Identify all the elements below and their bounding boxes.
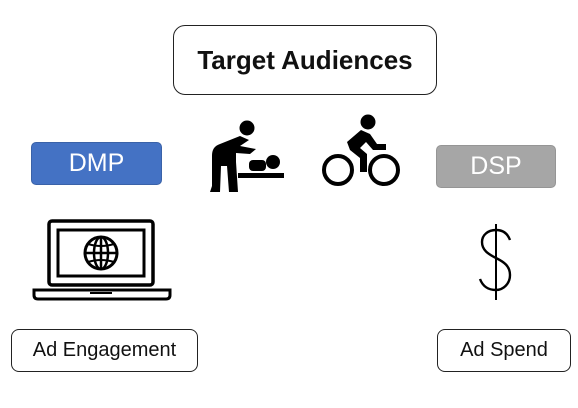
dollar-sign-icon	[478, 224, 512, 300]
dmp-label: DMP	[68, 149, 125, 177]
parent-changing-baby-icon	[210, 120, 284, 192]
ad-spend-label: Ad Spend	[460, 339, 548, 361]
ad-engagement-box: Ad Engagement	[11, 329, 198, 372]
dsp-label: DSP	[470, 152, 522, 180]
laptop-globe-icon	[32, 219, 172, 301]
dmp-box: DMP	[31, 142, 162, 185]
ad-engagement-label: Ad Engagement	[32, 339, 177, 361]
dsp-box: DSP	[436, 145, 556, 188]
target-audiences-title: Target Audiences	[197, 44, 413, 75]
ad-spend-box: Ad Spend	[437, 329, 571, 372]
cyclist-icon	[322, 114, 400, 186]
target-audiences-box: Target Audiences	[173, 25, 437, 95]
